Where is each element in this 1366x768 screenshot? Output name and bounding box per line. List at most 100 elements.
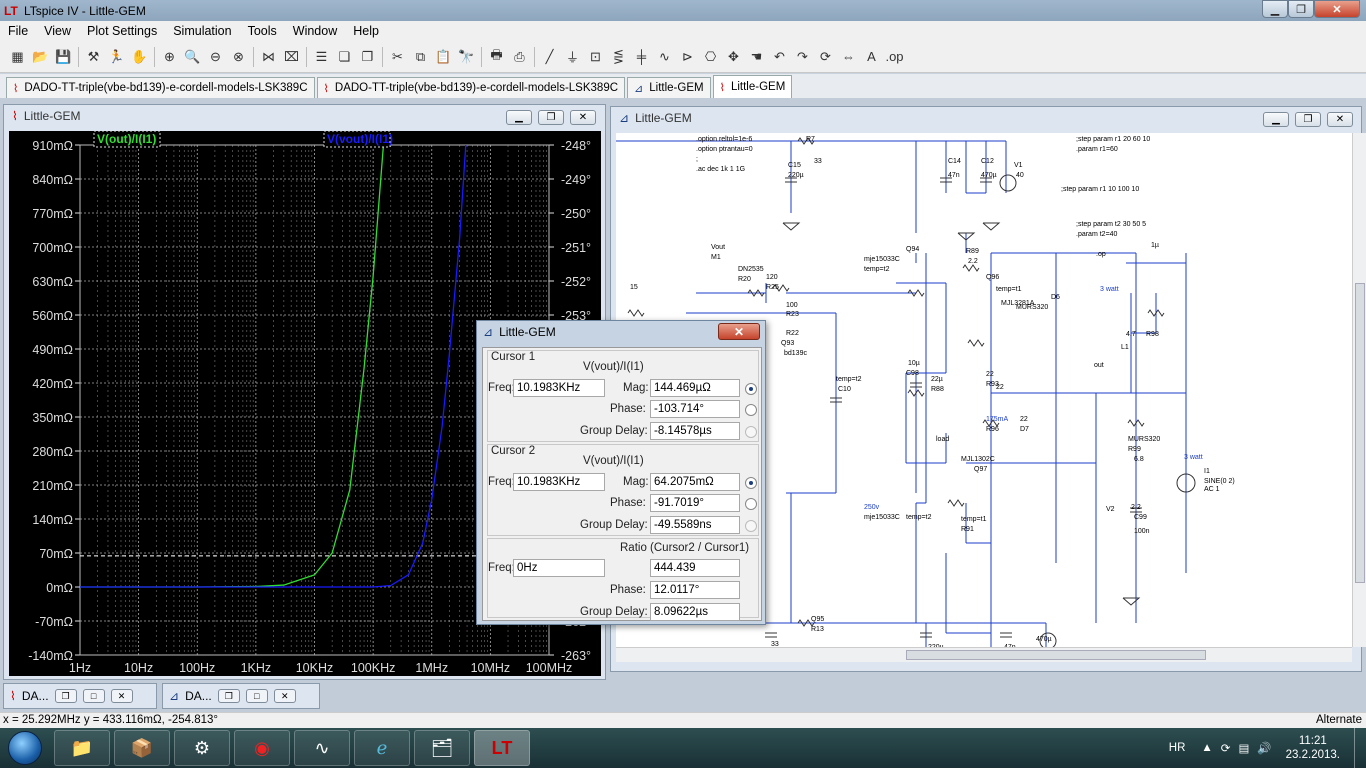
language-indicator[interactable]: HR	[1168, 742, 1186, 754]
explorer-taskbar-icon[interactable]: 📁	[54, 730, 110, 766]
cursor2-phase-radio[interactable]	[745, 498, 757, 510]
tray-arrow-icon[interactable]: ▲	[1201, 742, 1213, 754]
wire-icon[interactable]: ╱	[545, 48, 554, 64]
hscroll-thumb[interactable]	[906, 650, 1206, 660]
move-icon[interactable]: ✥	[728, 48, 739, 64]
ltspice-taskbar-icon[interactable]: LT	[474, 730, 530, 766]
plot-restore-button[interactable]: ❐	[538, 110, 564, 125]
zoom-in-icon[interactable]: ⊕	[164, 48, 175, 64]
dialog-close-button[interactable]: ✕	[718, 323, 760, 340]
drag-icon[interactable]: ☚	[750, 48, 763, 64]
schematic-close-button[interactable]: ✕	[1327, 112, 1353, 127]
clock[interactable]: 11:21 23.2.2013.	[1286, 734, 1340, 762]
cursor2-freq-field[interactable]: 10.1983KHz	[513, 473, 605, 491]
inductor-icon[interactable]: ∿	[659, 48, 670, 64]
tile-horizontal-icon[interactable]: ☰	[315, 48, 328, 64]
cursor2-phase-field[interactable]: -91.7019°	[650, 494, 740, 512]
capacitor-icon[interactable]: ╪	[636, 49, 647, 64]
tab-plot-2[interactable]: ⌇DADO-TT-triple(vbe-bd139)-e-cordell-mod…	[316, 77, 626, 98]
tab-plot-active[interactable]: ⌇Little-GEM	[712, 75, 793, 98]
cursor2-gd-radio[interactable]	[745, 520, 757, 532]
print-setup-icon[interactable]: 🖶	[490, 46, 503, 62]
mini2-restore-button[interactable]: ❐	[217, 689, 240, 703]
spice-directive-icon[interactable]: .op	[885, 49, 904, 64]
control-panel-icon[interactable]: ⚒	[87, 48, 100, 64]
text-icon[interactable]: A	[867, 49, 876, 64]
plot-close-button[interactable]: ✕	[570, 110, 596, 125]
menu-window[interactable]: Window	[292, 24, 338, 38]
cascade-icon[interactable]: ❏	[338, 48, 351, 64]
halt-icon[interactable]: ✋	[131, 48, 148, 64]
plot-minimize-button[interactable]: ▁	[506, 110, 532, 125]
cursor2-gd-field[interactable]: -49.5589ns	[650, 516, 740, 534]
menu-plot-settings[interactable]: Plot Settings	[87, 24, 158, 38]
volume-icon[interactable]: 🔊	[1257, 743, 1272, 755]
maximize-button[interactable]: ❐	[1288, 0, 1314, 18]
minimized-window-2[interactable]: ⊿DA...❐□✕	[162, 683, 320, 709]
label-net-icon[interactable]: ⊡	[590, 48, 601, 64]
ratio-freq-field[interactable]: 0Hz	[513, 559, 605, 577]
resistor-icon[interactable]: ⋚	[613, 48, 624, 64]
copy-icon[interactable]: ⧉	[415, 48, 426, 64]
cursor1-gd-field[interactable]: -8.14578µs	[650, 422, 740, 440]
schematic-hscrollbar[interactable]	[616, 647, 1352, 662]
cursor1-mag-radio[interactable]	[745, 383, 757, 395]
tab-schematic[interactable]: ⊿Little-GEM	[627, 77, 711, 98]
mini1-close-button[interactable]: ✕	[110, 689, 133, 703]
installer-taskbar-icon[interactable]: 📦	[114, 730, 170, 766]
close-button[interactable]: ✕	[1314, 0, 1360, 18]
media-taskbar-icon[interactable]: ◉	[234, 730, 290, 766]
network-icon[interactable]: ▤	[1238, 743, 1250, 755]
mirror-icon[interactable]: ⇔	[842, 49, 855, 64]
mini1-restore-button[interactable]: ❐	[54, 689, 77, 703]
cursor1-gd-radio[interactable]	[745, 426, 757, 438]
cursor2-mag-radio[interactable]	[745, 477, 757, 489]
menu-simulation[interactable]: Simulation	[173, 24, 232, 38]
cut-icon[interactable]: ✂	[392, 48, 403, 64]
mini1-maximize-button[interactable]: □	[82, 689, 105, 703]
ground-icon[interactable]: ⏚	[565, 50, 579, 65]
tab-plot-1[interactable]: ⌇DADO-TT-triple(vbe-bd139)-e-cordell-mod…	[6, 77, 315, 98]
print-icon[interactable]: ⎙	[514, 48, 525, 64]
component-icon[interactable]: ⎔	[704, 48, 717, 64]
app-taskbar-icon[interactable]: ⚙	[174, 730, 230, 766]
mini2-close-button[interactable]: ✕	[273, 689, 296, 703]
cursor1-mag-field[interactable]: 144.469µΩ	[650, 379, 740, 397]
redo-icon[interactable]: ↷	[797, 48, 808, 64]
folder-taskbar-icon[interactable]: 🗂	[414, 730, 470, 766]
mini2-maximize-button[interactable]: □	[245, 689, 268, 703]
ie-taskbar-icon[interactable]: ℯ	[354, 730, 410, 766]
minimized-window-1[interactable]: ⌇DA...❐□✕	[3, 683, 157, 709]
start-button[interactable]	[0, 728, 50, 768]
sync-icon[interactable]: ⟳	[1220, 743, 1231, 755]
plot-icon[interactable]: ⌧	[284, 48, 299, 64]
run-icon[interactable]: 🏃	[108, 48, 125, 64]
schematic-vscrollbar[interactable]	[1352, 133, 1366, 647]
cursor1-phase-radio[interactable]	[745, 404, 757, 416]
cursor1-phase-field[interactable]: -103.714°	[650, 400, 740, 418]
undo-icon[interactable]: ↶	[774, 48, 785, 64]
menu-file[interactable]: File	[8, 24, 29, 38]
pan-icon[interactable]: 🔍	[184, 48, 201, 64]
minimize-button[interactable]: ▁	[1262, 0, 1288, 18]
new-schematic-icon[interactable]: ▦	[11, 48, 24, 64]
menu-tools[interactable]: Tools	[247, 24, 277, 38]
paste-icon[interactable]: 📋	[435, 48, 452, 64]
diode-icon[interactable]: ⊳	[682, 48, 693, 64]
menu-view[interactable]: View	[44, 24, 72, 38]
cursor1-freq-field[interactable]: 10.1983KHz	[513, 379, 605, 397]
menu-help[interactable]: Help	[353, 24, 379, 38]
zoom-fit-icon[interactable]: ⊗	[233, 48, 244, 64]
schematic-restore-button[interactable]: ❐	[1295, 112, 1321, 127]
tile-vertical-icon[interactable]: ❐	[361, 48, 374, 64]
find-icon[interactable]: 🔭	[458, 48, 475, 64]
schematic-drawing[interactable]: .option reltol=1e-6.option ptrantau=0;.a…	[616, 133, 1352, 733]
autorange-icon[interactable]: ⋈	[262, 48, 275, 64]
cursor2-mag-field[interactable]: 64.2075mΩ	[650, 473, 740, 491]
zoom-out-icon[interactable]: ⊖	[210, 48, 221, 64]
open-icon[interactable]: 📂	[32, 48, 49, 64]
schematic-minimize-button[interactable]: ▁	[1263, 112, 1289, 127]
rotate-icon[interactable]: ⟳	[820, 48, 831, 64]
vscroll-thumb[interactable]	[1355, 283, 1365, 583]
scope-taskbar-icon[interactable]: ∿	[294, 730, 350, 766]
